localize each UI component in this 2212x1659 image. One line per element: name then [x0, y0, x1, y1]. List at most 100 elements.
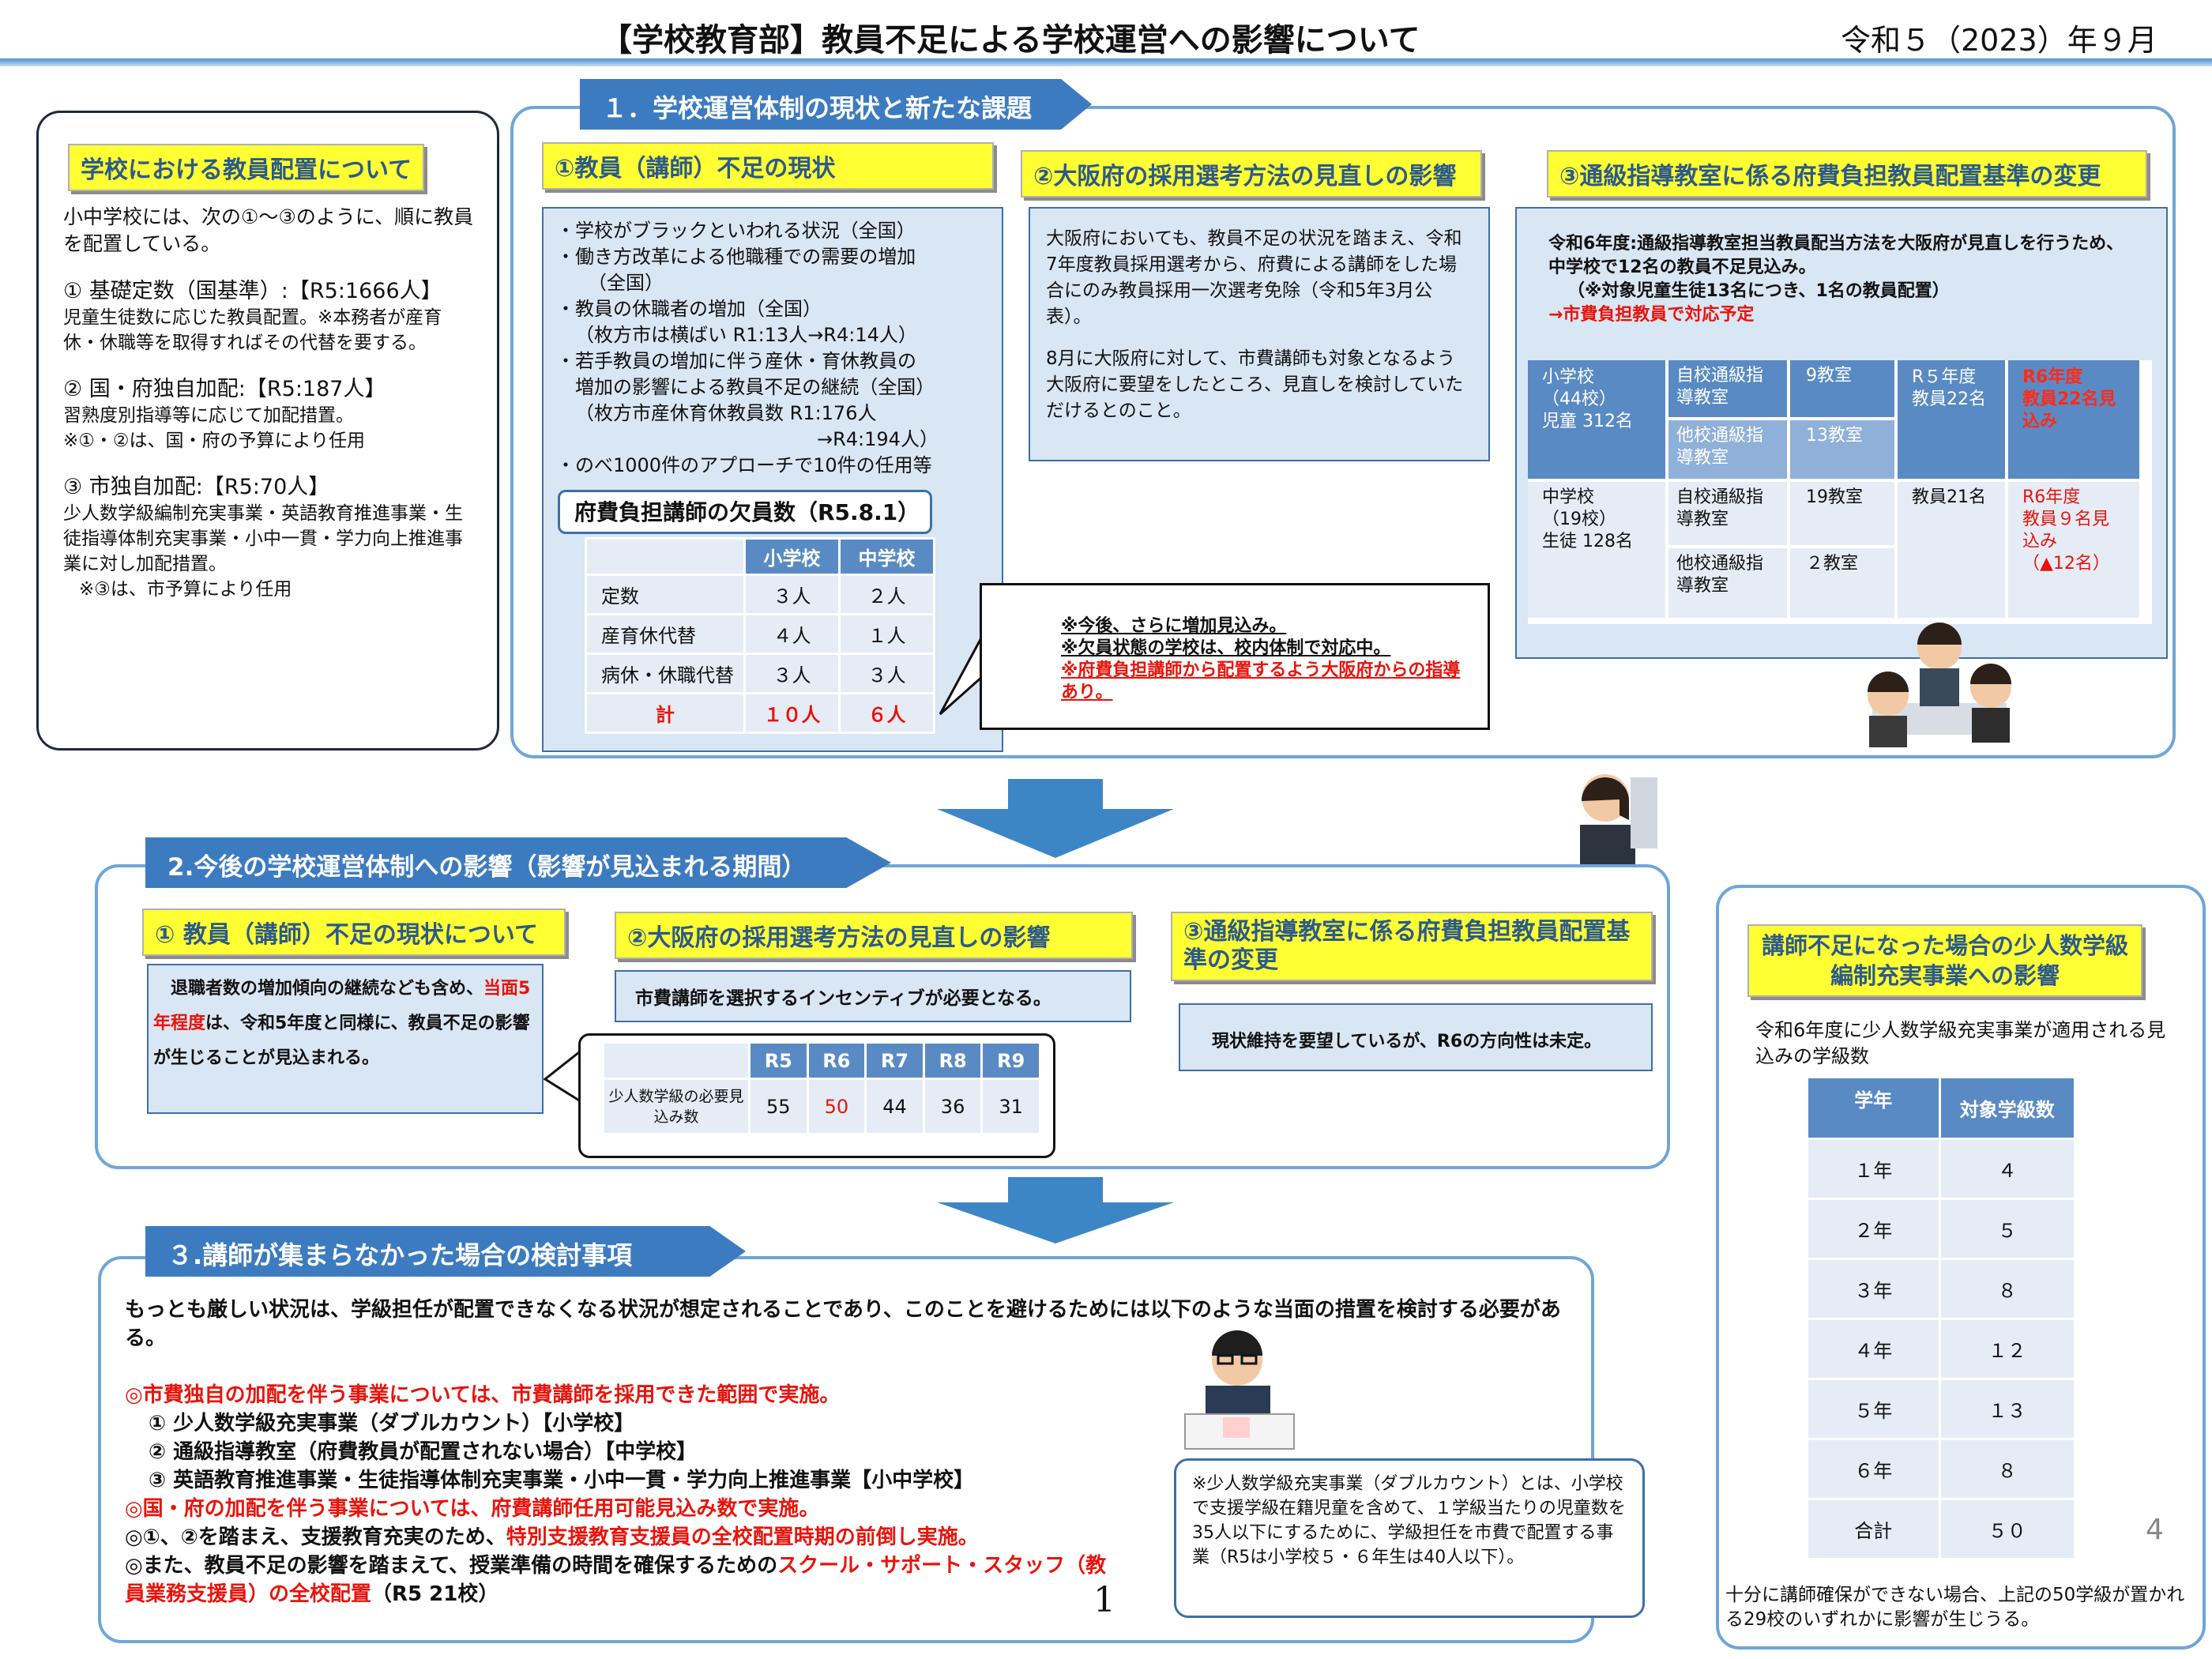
class-count-cell: ８ — [1938, 1258, 2077, 1320]
s3-b1-2: ② 通級指導教室（府費教員が配置されない場合）【中学校】 — [149, 1440, 698, 1464]
es-label: 小学校 （44校） 児童 312名 — [1528, 360, 1665, 479]
years-corner — [602, 1041, 750, 1080]
left-item1-text: 児童生徒数に応じた教員配置。※本務者が産育休・休職等を取得すればその代替を要する… — [63, 307, 442, 353]
vacancy-table-title: 府費負担講師の欠員数（R5.8.1） — [558, 490, 932, 534]
s3-b2: ◎国・府の加配を伴う事業については、府費講師任用可能見込み数で実施。 — [125, 1497, 820, 1521]
vacancy-header: 中学校 — [838, 537, 935, 576]
r6-header: R6年度 教員22名見込み — [2008, 360, 2139, 479]
s1-sub2-para1: 大阪府においても、教員不足の状況を踏まえ、令和7年度教員採用選考から、府費による… — [1046, 228, 1462, 327]
class-count-cell: ８ — [1938, 1438, 2077, 1500]
vacancy-cell: ３人 — [743, 574, 841, 615]
years-table: R5 R6 R7 R8 R9 少人数学級の必要見込み数 55 50 44 36 … — [602, 1041, 1041, 1135]
s3-b4-red: スクール・サポート・スタッフ（教員業務支援員）の全校配置 — [125, 1554, 1107, 1606]
right-intro: 令和6年度に少人数学級充実事業が適用される見込みの学級数 — [1755, 1019, 2166, 1067]
left-item2-text: 習熟度別指導等に応じて加配措置。 — [63, 405, 354, 426]
es-own-n: 9教室 — [1790, 360, 1894, 417]
vacancy-cell: 病休・休職代替 — [585, 653, 746, 694]
s1-sub2-para2: 8月に大阪府に対して、市費講師も対象となるよう大阪府に要望をしたところ、見直しを… — [1046, 348, 1464, 421]
year-header: R5 — [748, 1041, 809, 1080]
class-count-cell: １２ — [1938, 1318, 2077, 1380]
s3-b1-1: ① 少人数学級充実事業（ダブルカウント）【小学校】 — [149, 1412, 635, 1435]
left-panel-body: 小中学校には、次の①～③のように、順に教員を配置している。 ① 基礎定数（国基準… — [63, 204, 474, 602]
s2-sub1-text-b: は、令和5年度と同様に、教員不足の影響が生じることが見込まれる。 — [153, 1014, 530, 1068]
s3-b1: ◎市費独自の加配を伴う事業については、市費講師を採用できた範囲で実施。 — [125, 1383, 841, 1407]
s3-intro: もっとも厳しい状況は、学級担任が配置できなくなる状況が想定されることであり、この… — [125, 1298, 1561, 1350]
vacancy-cell: ４人 — [743, 613, 841, 655]
r6-js: R6年度 教員９名見込み — [2022, 487, 2110, 551]
year-value: 31 — [980, 1078, 1041, 1135]
class-count-cell: ４ — [1938, 1138, 2077, 1200]
vacancy-cell: ２人 — [838, 574, 935, 615]
year-value: 50 — [806, 1078, 867, 1135]
s1-sub1-line: ・のべ1000件のアプローチで10件の任用等 — [556, 454, 932, 476]
vacancy-total: ６人 — [838, 692, 935, 734]
callout-red: ※府費負担講師から配置するよう大阪府からの指導あり。 — [1061, 660, 1461, 702]
js-other: 他校通級指導教室 — [1668, 548, 1787, 618]
left-item2-note: ※①・②は、国・府の予算により任用 — [63, 431, 366, 451]
woman-at-desk-illustration — [1580, 774, 1657, 869]
man-with-document-illustration — [1184, 1330, 1295, 1450]
page-title: 【学校教育部】教員不足による学校運営への影響について — [600, 22, 1420, 58]
s3-b4: ◎また、教員不足の影響を踏まえて、授業準備の時間を確保するためのスクール・サポー… — [125, 1552, 1120, 1608]
es-other-n: 13教室 — [1790, 420, 1894, 479]
class-count-cell: ５ — [1938, 1198, 2077, 1260]
s1-sub3-heading: ③通級指導教室に係る府費負担教員配置基準の変更 — [1547, 150, 2147, 198]
vacancy-header — [585, 537, 746, 576]
js-own: 自校通級指導教室 — [1668, 482, 1787, 545]
year-header: R8 — [922, 1041, 984, 1080]
s2-sub1-box: 退職者数の増加傾向の継続なども含め、当面5年程度は、令和5年度と同様に、教員不足… — [147, 964, 544, 1114]
left-intro: 小中学校には、次の①～③のように、順に教員を配置している。 — [63, 205, 474, 255]
vacancy-cell: ３人 — [743, 653, 841, 694]
s3-b4-b: （R5 21校） — [371, 1582, 499, 1606]
tsukyu-table: 小学校 （44校） 児童 312名 自校通級指導教室 9教室 他校通級指導教室 … — [1528, 360, 2152, 624]
vacancy-cell: １人 — [838, 613, 935, 655]
left-item1-title: ① 基礎定数（国基準）:【R5:1666人】 — [63, 279, 442, 303]
vacancy-cell: 産育休代替 — [585, 613, 746, 655]
s1-sub1-heading: ①教員（講師）不足の現状 — [542, 142, 994, 190]
callout-line: ※今後、さらに増加見込み。 — [1061, 616, 1287, 636]
r5-header: R５年度 教員22名 — [1898, 360, 2005, 479]
year-header: R9 — [980, 1041, 1041, 1080]
vacancy-cell: 定数 — [585, 574, 746, 615]
s2-sub1-text-a: 退職者数の増加傾向の継続なども含め、 — [171, 979, 484, 999]
js-label: 中学校 （19校） 生徒 128名 — [1528, 482, 1665, 618]
vacancy-table: 小学校 中学校 定数 ３人 ２人 産育休代替 ４人 １人 病休・休職代替 ３人 … — [585, 537, 935, 734]
s2-sub3-heading: ③通級指導教室に係る府費負担教員配置基準の変更 — [1171, 912, 1653, 981]
s1-sub1-line: ・働き方改革による他職種での需要の増加 — [556, 246, 916, 268]
vacancy-total: １０人 — [743, 692, 841, 734]
year-value: 36 — [922, 1078, 984, 1135]
left-panel-heading: 学校における教員配置について — [68, 144, 425, 191]
left-item3-title: ③ 市独自加配:【R5:70人】 — [63, 475, 330, 499]
vacancy-total: 計 — [585, 692, 746, 734]
s2-sub2-heading: ②大阪府の採用選考方法の見直しの影響 — [615, 912, 1133, 959]
left-item2-title: ② 国・府独自加配:【R5:187人】 — [63, 377, 386, 401]
title-divider — [0, 58, 2212, 66]
year-header: R7 — [864, 1041, 925, 1080]
s2-sub2-box: 市費講師を選択するインセンティブが必要となる。 — [615, 970, 1131, 1022]
class-col-header: 学年 — [1806, 1076, 1941, 1140]
s3-b1-3: ③ 英語教育推進事業・生徒指導体制充実事業・小中一貫・学力向上推進事業【小中学校… — [149, 1469, 975, 1492]
callout-line: ※欠員状態の学校は、校内体制で対応中。 — [1061, 638, 1391, 658]
left-item3-note: ※③は、市予算により任用 — [79, 579, 292, 600]
total-value: ５０ — [1938, 1498, 2077, 1560]
s1-sub1-line: ・学校がブラックといわれる状況（全国） — [556, 220, 916, 242]
right-page-number: 4 — [2146, 1514, 2164, 1546]
s3-page-number: 1 — [1093, 1580, 1115, 1620]
s2-sub1-text-red: 当面5年程度 — [153, 979, 531, 1033]
s1-sub1-line: 増加の影響による教員不足の継続（全国） — [575, 376, 935, 398]
total-label: 合計 — [1806, 1498, 1941, 1560]
down-arrow-1 — [937, 779, 1174, 858]
vacancy-cell: ３人 — [838, 653, 935, 694]
s3-note: ※少人数学級充実事業（ダブルカウント）とは、小学校で支援学級在籍児童を含めて、１… — [1192, 1474, 1626, 1567]
js-own-n: 19教室 — [1790, 482, 1894, 545]
s2-sub1-heading: ① 教員（講師）不足の現状について — [142, 908, 566, 956]
s3-body: もっとも厳しい状況は、学級担任が配置できなくなる状況が想定されることであり、この… — [125, 1296, 1578, 1608]
section1-band: １．学校運営体制の現状と新たな課題 — [580, 79, 1092, 130]
left-item3-text: 少人数学級編制充実事業・英語教育推進事業・生徒指導体制充実事業・小中一貫・学力向… — [63, 503, 463, 574]
es-own: 自校通級指導教室 — [1668, 360, 1787, 417]
class-col-header: 対象学級数 — [1938, 1076, 2077, 1140]
left-panel — [36, 111, 499, 750]
s2-sub3-box: 現状維持を要望しているが、R6の方向性は未定。 — [1179, 1003, 1653, 1071]
s1-sub3-para1: 令和6年度:通級指導教室担当教員配当方法を大阪府が見直しを行うため、中学校で12… — [1548, 234, 2124, 277]
